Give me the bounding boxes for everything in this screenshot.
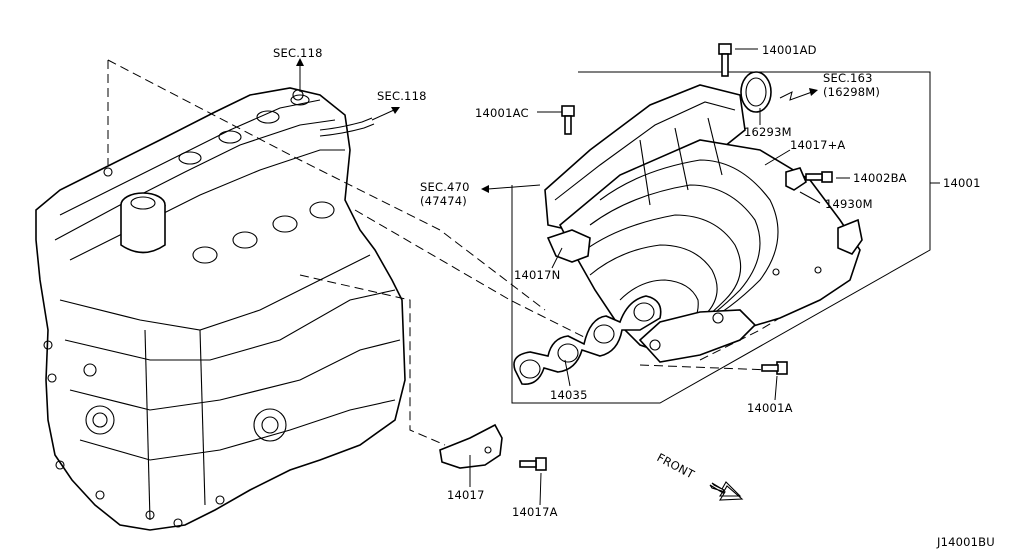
intake-manifold-illustration: [544, 71, 863, 363]
front-direction-indicator: FRONT: [655, 450, 744, 501]
part-label-14001: 14001: [943, 176, 981, 190]
sec-163-reference: SEC.163 (16298M): [779, 71, 880, 101]
diagram-code-label: J14001BU: [936, 535, 995, 549]
bolt-14001AD: [718, 43, 732, 77]
sec-163-sub-label: (16298M): [823, 85, 880, 99]
sec-470-sub-label: (47474): [420, 194, 467, 208]
part-label-14001A: 14001A: [747, 401, 793, 415]
sec-118-top-reference: SEC.118: [273, 46, 323, 92]
part-label-14017-plus-a: 14017+A: [790, 138, 846, 152]
part-label-14017: 14017: [447, 488, 485, 502]
part-label-14002BA: 14002BA: [853, 171, 907, 185]
alignment-dash-lines: [107, 59, 851, 446]
sec-118-right-label: SEC.118: [377, 89, 427, 103]
bolt-14002BA: [805, 171, 833, 183]
part-label-14017A: 14017A: [512, 505, 558, 519]
sec-470-reference: SEC.470 (47474): [420, 180, 541, 208]
part-label-14035: 14035: [550, 388, 588, 402]
part-label-14930M: 14930M: [825, 197, 873, 211]
part-number-labels: 14001AD 14001AC 16293M 14017+A 14002BA 1…: [447, 43, 981, 519]
bolt-14001AC: [561, 105, 575, 135]
bracket-14017-illustration: [439, 423, 503, 469]
part-label-14017N: 14017N: [514, 268, 560, 282]
leader-lines: [469, 48, 940, 506]
part-label-14001AC: 14001AC: [475, 106, 529, 120]
sec-118-right-reference: SEC.118: [371, 89, 427, 121]
sec-118-top-label: SEC.118: [273, 46, 323, 60]
bolt-14001A: [761, 361, 788, 375]
part-frame-14001: [511, 71, 931, 404]
part-label-16293M: 16293M: [744, 125, 792, 139]
sec-470-label: SEC.470: [420, 180, 470, 194]
bolt-14017A: [519, 457, 547, 471]
engine-block-illustration: [35, 87, 406, 531]
front-label: FRONT: [655, 450, 698, 482]
part-label-14001AD: 14001AD: [762, 43, 817, 57]
gasket-14035-illustration: [513, 295, 662, 385]
sec-163-label: SEC.163: [823, 71, 873, 85]
